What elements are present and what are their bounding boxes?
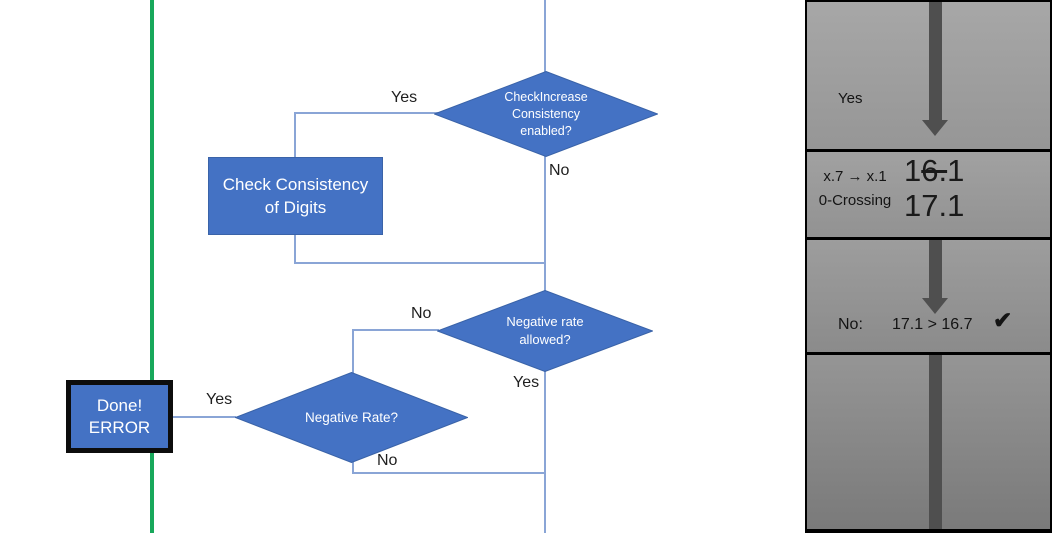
done-line: ERROR	[88, 417, 151, 437]
old-value-struck: 6.	[921, 153, 948, 188]
done-error-box: Done! ERROR	[66, 380, 173, 453]
old-value-prefix: 1	[904, 153, 922, 188]
connector-no3-vertical	[352, 461, 354, 474]
process-line: of Digits	[264, 198, 327, 217]
arrow-down-icon	[929, 2, 942, 120]
connector-process-out-vertical	[294, 234, 296, 264]
connector-process-out-horizontal	[294, 262, 546, 264]
process-check-consistency-box: Check Consistency of Digits	[208, 157, 383, 235]
decision-check-increase-text: CheckIncrease Consistency enabled?	[434, 71, 658, 157]
decision-line: Negative Rate?	[304, 409, 399, 425]
decision-negative-rate-allowed-text: Negative rate allowed?	[437, 290, 653, 372]
diamond-shape	[434, 71, 658, 157]
connector-yes3-horizontal	[173, 416, 236, 418]
arrow-down-icon	[929, 240, 942, 298]
edge-label-yes-check-increase: Yes	[391, 89, 418, 106]
panel-divider	[807, 352, 1050, 355]
diamond-shape	[235, 372, 468, 463]
arrow-down-head-icon	[922, 120, 948, 136]
connector-no3-horizontal	[352, 472, 546, 474]
panel-section-values: x.7 → x.1 0-Crossing 16.1 17.1	[807, 152, 1050, 237]
edge-label-no-check-increase: No	[549, 162, 570, 179]
connector-yes1-horizontal	[294, 112, 439, 114]
connector-no2-horizontal	[352, 329, 439, 331]
panel-section-step1: Yes	[807, 2, 1050, 149]
old-value-suffix: 1	[947, 153, 965, 188]
crossing-rule-line2: 0-Crossing	[818, 192, 892, 209]
panel-divider	[807, 237, 1050, 240]
decision-check-increase: CheckIncrease Consistency enabled?	[434, 71, 658, 157]
decision-negative-rate-text: Negative Rate?	[235, 372, 468, 463]
connector-spine-middle	[544, 156, 546, 292]
result-no-label: No:	[838, 316, 863, 333]
crossing-rule-line1: x.7 → x.1	[823, 168, 887, 185]
decision-line: allowed?	[519, 332, 571, 347]
check-icon: ✔	[993, 307, 1013, 333]
decision-line: Consistency	[511, 106, 581, 121]
decision-negative-rate: Negative Rate?	[235, 372, 468, 463]
panel-section-continue	[807, 355, 1050, 529]
connector-no2-vertical	[352, 329, 354, 373]
done-line: Done!	[96, 395, 143, 415]
edge-label-no-rate-allowed: No	[411, 305, 432, 322]
connector-spine-bottom	[544, 371, 546, 533]
old-value: 16.1	[904, 153, 964, 188]
decision-line: CheckIncrease	[504, 89, 588, 104]
result-comparison: 17.1 > 16.7	[892, 316, 973, 333]
edge-label-no-negative-rate: No	[377, 452, 398, 469]
decision-line: Negative rate	[506, 314, 584, 329]
arrow-down-head-icon	[922, 298, 948, 314]
panel-yes-label: Yes	[838, 90, 863, 107]
connector-spine-top	[544, 0, 546, 72]
process-line: Check Consistency	[222, 175, 369, 194]
crossing-rule-text: x.7 → x.1 0-Crossing	[807, 165, 903, 213]
panel-divider	[807, 149, 1050, 152]
arrow-shaft-icon	[929, 355, 942, 529]
green-guide-line	[150, 0, 154, 533]
example-walkthrough-panel: Yes x.7 → x.1 0-Crossing 16.1 17.1 No: 1…	[805, 0, 1052, 533]
decision-line: enabled?	[520, 123, 572, 138]
edge-label-yes-negative-rate: Yes	[206, 391, 233, 408]
new-value: 17.1	[904, 188, 965, 223]
panel-section-result: No: 17.1 > 16.7 ✔	[807, 240, 1050, 352]
edge-label-yes-rate-allowed: Yes	[513, 374, 540, 391]
decision-negative-rate-allowed: Negative rate allowed?	[437, 290, 653, 372]
connector-yes1-vertical	[294, 112, 296, 158]
diamond-shape	[437, 290, 653, 372]
value-comparison-numbers: 16.1 17.1	[904, 153, 964, 223]
